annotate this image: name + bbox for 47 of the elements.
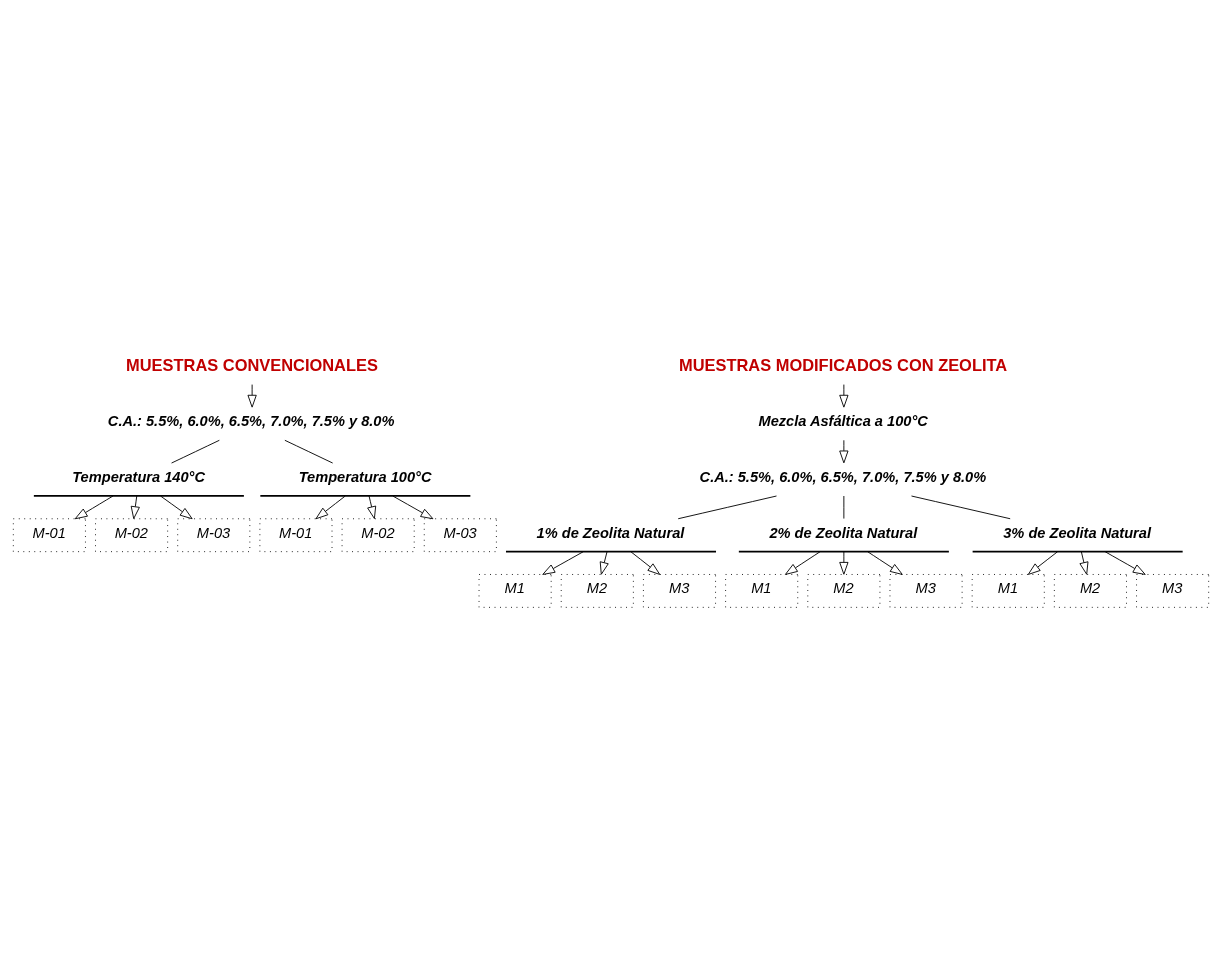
node-box: M2: [1053, 573, 1127, 608]
node-text: 1% de Zeolita Natural: [536, 524, 685, 541]
connector: [284, 439, 334, 463]
arrow: [1104, 550, 1146, 575]
node-box: M2: [560, 573, 634, 608]
node-box: M3: [889, 573, 963, 608]
arrow: [867, 550, 903, 575]
node-box: M-02: [95, 517, 169, 552]
arrow: [1079, 550, 1089, 575]
node-box: M1: [725, 573, 799, 608]
arrow: [130, 495, 140, 519]
connector: [911, 495, 1011, 519]
arrow: [367, 495, 377, 519]
node-box: M-03: [177, 517, 251, 552]
arrow: [74, 495, 114, 519]
node-box: M3: [642, 573, 716, 608]
arrow: [315, 495, 346, 519]
node-box: M-01: [12, 517, 86, 552]
arrow: [542, 550, 584, 575]
node-box: M1: [478, 573, 552, 608]
node-box: M3: [1136, 573, 1210, 608]
arrow: [599, 550, 609, 575]
node-text: Temperatura 140°C: [72, 468, 206, 485]
arrow: [392, 495, 434, 519]
node-text: C.A.: 5.5%, 6.0%, 6.5%, 7.0%, 7.5% y 8.0%: [699, 468, 987, 485]
node-text: 3% de Zeolita Natural: [1003, 524, 1151, 541]
node-box: M-02: [341, 517, 415, 552]
arrow: [839, 550, 849, 575]
node-box: M1: [971, 573, 1045, 608]
node-text: MUESTRAS MODIFICADOS CON ZEOLITA: [679, 355, 1008, 374]
node-text: Temperatura 100°C: [298, 468, 432, 485]
node-box: M2: [807, 573, 881, 608]
node-box: M-01: [259, 517, 333, 552]
node-box: M-03: [423, 517, 497, 552]
node-text: C.A.: 5.5%, 6.0%, 6.5%, 7.0%, 7.5% y 8.0%: [107, 412, 395, 429]
arrow: [839, 383, 849, 408]
connector: [171, 439, 220, 463]
node-text: 2% de Zeolita Natural: [769, 524, 918, 541]
arrow: [1027, 550, 1059, 575]
arrow: [160, 495, 193, 519]
arrow: [630, 550, 661, 575]
node-text: MUESTRAS CONVENCIONALES: [126, 355, 378, 374]
arrow: [839, 439, 849, 463]
arrow: [247, 383, 257, 408]
node-text: Mezcla Asfáltica a 100°C: [758, 412, 928, 429]
connector: [677, 495, 777, 519]
arrow: [784, 550, 821, 575]
